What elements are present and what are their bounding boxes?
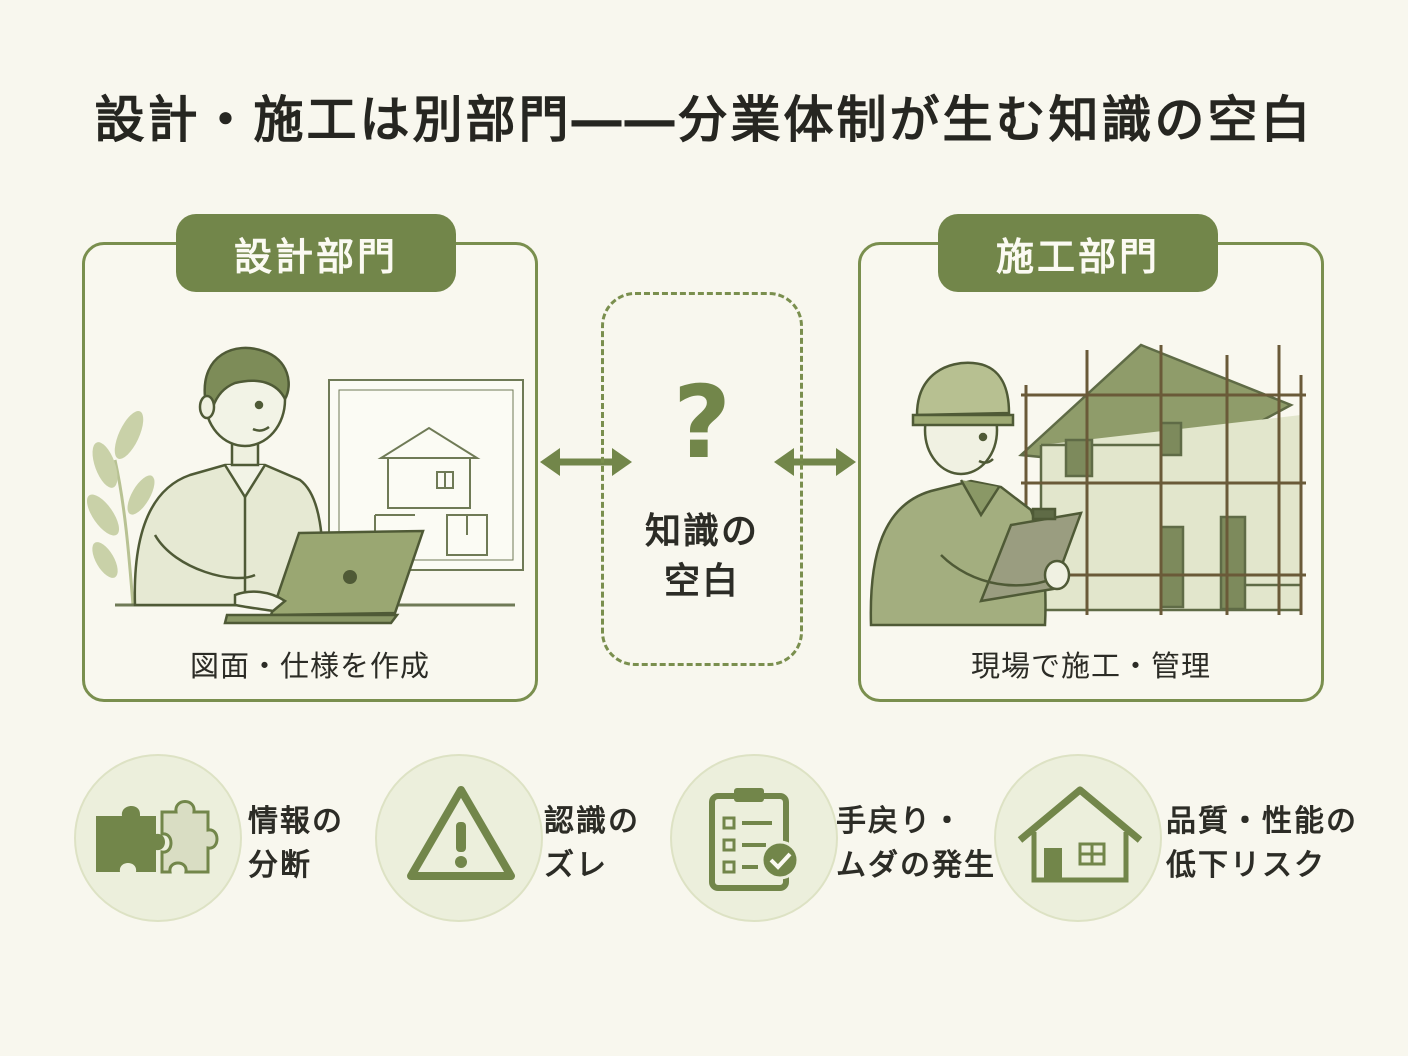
- design-dept-panel: 図面・仕様を作成: [82, 242, 538, 702]
- blueprint-board: [328, 379, 524, 571]
- page-title: 設計・施工は別部門――分業体制が生む知識の空白: [94, 91, 1314, 149]
- knowledge-gap-box: ? 知識の 空白: [601, 292, 803, 666]
- issue-2-line1: 認識の: [544, 804, 640, 839]
- issue-circle-1: [74, 754, 242, 922]
- issue-2-line2: ズレ: [544, 848, 608, 883]
- issue-text-3: 手戻り・ ムダの発生: [836, 800, 996, 888]
- plant-icon: [86, 411, 155, 606]
- question-mark-icon: ?: [672, 364, 731, 481]
- design-dept-caption: 図面・仕様を作成: [189, 649, 430, 683]
- issue-3-line1: 手戻り・: [836, 804, 964, 839]
- issue-4-line1: 品質・性能の: [1166, 804, 1358, 839]
- issue-circle-4: [994, 754, 1162, 922]
- issue-circle-3: [670, 754, 838, 922]
- construction-dept-label: 施工部門: [938, 214, 1218, 292]
- designer-person: [133, 346, 325, 607]
- issue-3-line2: ムダの発生: [836, 848, 996, 883]
- laptop-icon: [223, 529, 425, 625]
- left-double-arrow-icon: [540, 448, 632, 476]
- issue-1-line1: 情報の: [248, 804, 344, 839]
- puzzle-icon: [96, 800, 219, 874]
- construction-illustration: [869, 343, 1306, 627]
- right-double-arrow-icon: [774, 448, 856, 476]
- issue-text-1: 情報の 分断: [248, 800, 344, 888]
- knowledge-gap-line1: 知識の: [644, 511, 759, 552]
- knowledge-gap-line2: 空白: [663, 561, 740, 602]
- warning-icon: [407, 786, 515, 880]
- house-icon: [1017, 786, 1143, 883]
- issue-circle-2: [375, 754, 543, 922]
- construction-dept-panel: 現場で施工・管理: [858, 242, 1324, 702]
- issue-1-line2: 分断: [248, 848, 312, 883]
- knowledge-gap-text: 知識の 空白: [604, 507, 800, 607]
- designer-illustration: [86, 346, 524, 625]
- construction-dept-caption: 現場で施工・管理: [970, 649, 1211, 683]
- issue-text-4: 品質・性能の 低下リスク: [1166, 800, 1358, 888]
- checklist-icon: [709, 788, 800, 891]
- issue-text-2: 認識の ズレ: [544, 800, 640, 888]
- design-dept-label: 設計部門: [176, 214, 456, 292]
- worker-person: [869, 361, 1083, 627]
- issue-4-line2: 低下リスク: [1166, 848, 1326, 883]
